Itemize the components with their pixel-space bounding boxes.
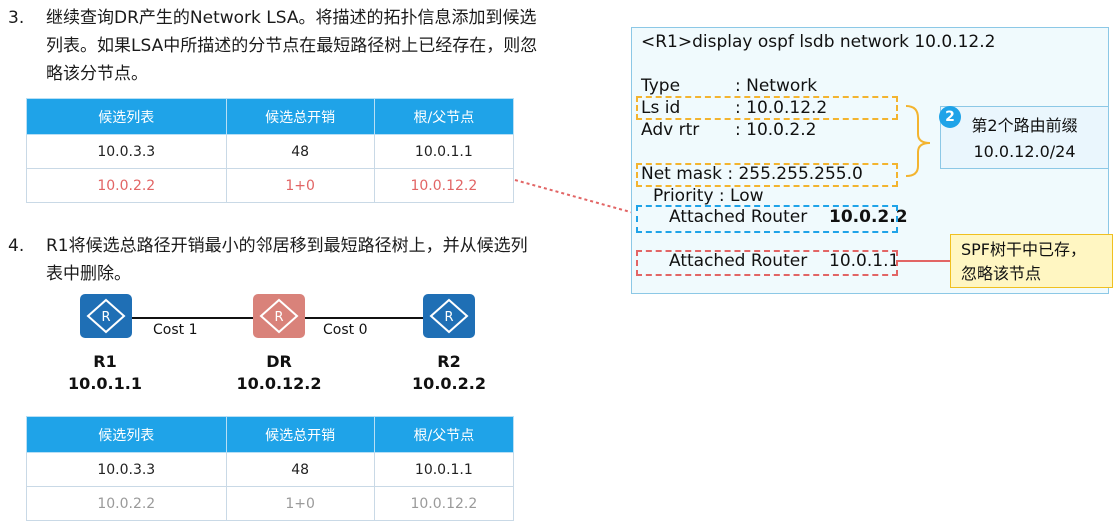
router-name: R1	[93, 352, 117, 371]
table-header-row: 候选列表 候选总开销 根/父节点	[26, 98, 515, 135]
header-total-cost: 候选总开销	[225, 98, 375, 135]
prefix-note-line-2: 10.0.12.0/24	[973, 142, 1076, 161]
prefix-note-line-1: 第2个路由前缀	[971, 116, 1078, 135]
router-r2-icon: R	[423, 294, 475, 338]
table-row-highlighted: 10.0.2.2 1+0 10.0.12.2	[26, 168, 515, 203]
cell-parent: 10.0.12.2	[373, 486, 515, 521]
lsdb-type-label: Type	[641, 76, 681, 96]
table-row-removed: 10.0.2.2 1+0 10.0.12.2	[26, 486, 515, 521]
header-parent-node: 根/父节点	[373, 416, 515, 453]
router-r2-label: R2 10.0.2.2	[394, 351, 504, 395]
step-4-line-2: 表中删除。	[46, 264, 131, 284]
lsdb-priority: Priority : Low	[653, 186, 764, 206]
lsdb-advrtr-label: Adv rtr	[641, 120, 700, 140]
lsdb-attached-router-1-label: Attached Router	[669, 207, 808, 227]
step-3-line-3: 略该分节点。	[46, 64, 148, 84]
router-r1-icon: R	[80, 294, 132, 338]
cell-candidate: 10.0.2.2	[26, 486, 227, 521]
step-4-line-1: R1将候选总路径开销最小的邻居移到最短路径树上，并从候选列	[46, 236, 528, 256]
lsdb-command: <R1>display ospf lsdb network 10.0.12.2	[641, 32, 996, 52]
router-name: R2	[437, 352, 461, 371]
cell-candidate: 10.0.2.2	[26, 168, 227, 203]
router-name: DR	[266, 352, 292, 371]
attached-router-1-highlight-box	[636, 205, 898, 233]
candidate-table-1: 候选列表 候选总开销 根/父节点 10.0.3.3 48 10.0.1.1 10…	[26, 98, 515, 203]
netmask-highlight-box	[636, 163, 898, 187]
header-total-cost: 候选总开销	[225, 416, 375, 453]
step-3-line-2: 列表。如果LSA中所描述的分节点在最短路径树上已经存在，则忽	[46, 36, 538, 56]
cell-candidate: 10.0.3.3	[26, 134, 227, 169]
step-number-badge: 2	[939, 106, 961, 128]
attached-router-2-highlight-box	[636, 250, 898, 276]
router-glyph: R	[101, 310, 110, 325]
router-ip: 10.0.1.1	[68, 374, 142, 393]
cell-parent: 10.0.1.1	[373, 134, 515, 169]
lsdb-lsid-label: Ls id	[641, 98, 681, 118]
spf-note-line-2: 忽略该节点	[961, 264, 1042, 283]
cell-cost: 1+0	[225, 168, 375, 203]
cell-cost: 48	[225, 134, 375, 169]
router-ip: 10.0.12.2	[236, 374, 322, 393]
header-candidate-list: 候选列表	[26, 416, 227, 453]
router-glyph: R	[274, 310, 283, 325]
lsdb-lsid-value: : 10.0.12.2	[735, 98, 828, 118]
link-cost-2: Cost 0	[323, 322, 368, 338]
lsdb-netmask: Net mask : 255.255.255.0	[641, 164, 863, 184]
table-row: 10.0.3.3 48 10.0.1.1	[26, 134, 515, 169]
lsdb-attached-router-2-label: Attached Router	[669, 251, 808, 271]
lsdb-type-value: : Network	[735, 76, 818, 96]
lsdb-attached-router-2-value: 10.0.1.1	[829, 251, 900, 271]
header-candidate-list: 候选列表	[26, 98, 227, 135]
table-header-row: 候选列表 候选总开销 根/父节点	[26, 416, 515, 453]
link-lines	[132, 317, 423, 319]
step-4: 4. R1将候选总路径开销最小的邻居移到最短路径树上，并从候选列 表中删除。	[8, 232, 608, 288]
lsdb-attached-router-1-value: 10.0.2.2	[829, 207, 908, 227]
candidate-table-2: 候选列表 候选总开销 根/父节点 10.0.3.3 48 10.0.1.1 10…	[26, 416, 515, 521]
header-parent-node: 根/父节点	[373, 98, 515, 135]
router-dr-label: DR 10.0.12.2	[224, 351, 334, 395]
lsdb-advrtr-value: : 10.0.2.2	[735, 120, 817, 140]
cell-parent: 10.0.12.2	[373, 168, 515, 203]
lsid-highlight-box	[636, 96, 898, 120]
step-3: 3. 继续查询DR产生的Network LSA。将描述的拓扑信息添加到候选 列表…	[8, 4, 608, 88]
router-r1-label: R1 10.0.1.1	[50, 351, 160, 395]
cell-parent: 10.0.1.1	[373, 452, 515, 487]
router-glyph: R	[444, 310, 453, 325]
topology-diagram: Cost 1 Cost 0 R R R R1 10.0.1.1 DR 10.0.…	[0, 290, 560, 400]
step-4-number: 4.	[8, 236, 25, 256]
step-3-line-1: 继续查询DR产生的Network LSA。将描述的拓扑信息添加到候选	[46, 8, 537, 28]
router-ip: 10.0.2.2	[412, 374, 486, 393]
cell-cost: 1+0	[225, 486, 375, 521]
step-3-number: 3.	[8, 8, 25, 28]
prefix-note: 第2个路由前缀 10.0.12.0/24	[940, 106, 1109, 169]
spf-note: SPF树干中已存， 忽略该节点	[950, 234, 1113, 288]
router-dr-icon: R	[253, 294, 305, 338]
link-cost-1: Cost 1	[153, 322, 198, 338]
spf-note-line-1: SPF树干中已存，	[961, 240, 1087, 259]
